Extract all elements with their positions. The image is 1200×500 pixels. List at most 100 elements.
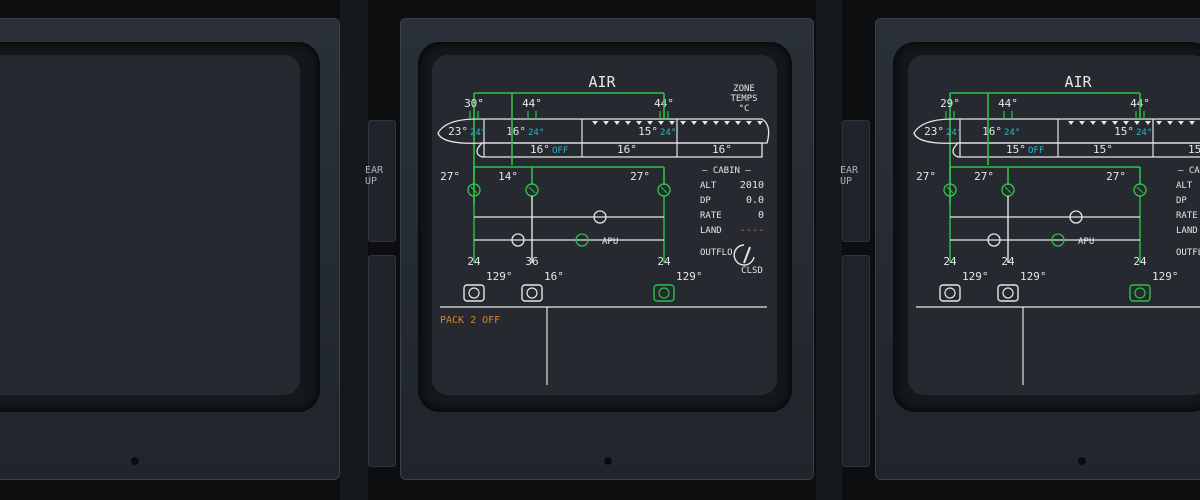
duct-line	[660, 186, 668, 194]
vent-marker	[636, 121, 642, 125]
cabin-param-label: DP	[700, 196, 711, 206]
lower-deck-outline	[476, 142, 763, 158]
cabin-param-label: RATE	[1176, 211, 1198, 221]
outflow-label: OUTFLO	[1176, 248, 1200, 258]
duct-line	[470, 186, 478, 194]
pack-valve-disk	[468, 287, 480, 299]
pack-out-temp: 129°	[486, 270, 513, 283]
vent-marker	[1101, 121, 1107, 125]
pack-temp: 27°	[974, 170, 994, 183]
duct-temp: 29°	[940, 97, 960, 110]
page-title: AIR	[588, 73, 616, 91]
synoptic-group: AIRZONETEMPS°C29°23°24°44°16°24°44°15°24…	[913, 73, 1200, 385]
cabin-param-label: LAND	[1176, 226, 1198, 236]
pack-temp: 27°	[440, 170, 460, 183]
apu-label: APU	[602, 237, 618, 247]
crossbleed-valve-icon	[593, 210, 607, 224]
cabin-param-label: LAND	[700, 226, 722, 236]
vent-marker	[1123, 121, 1129, 125]
apu-label: APU	[1078, 237, 1094, 247]
duct-line	[743, 246, 751, 264]
pack-flow: 24	[1133, 255, 1147, 268]
vent-marker	[614, 121, 620, 125]
zone-actual-temp: 23°	[924, 125, 944, 138]
vent-marker	[735, 121, 741, 125]
vent-marker	[724, 121, 730, 125]
duct-temp: 44°	[522, 97, 542, 110]
page-title: AIR	[1064, 73, 1092, 91]
vent-marker	[658, 121, 664, 125]
vent-marker	[1156, 121, 1162, 125]
pack-temp: 27°	[1106, 170, 1126, 183]
air-synoptic-page: AIRZONETEMPS°C41°19°24°44°15°24°44°15°24…	[0, 55, 300, 395]
vent-marker	[746, 121, 752, 125]
zone-temps-label: TEMPS	[730, 94, 757, 104]
vent-marker	[592, 121, 598, 125]
side-plate	[842, 120, 870, 242]
vent-marker	[625, 121, 631, 125]
screw	[604, 457, 612, 465]
side-plate	[368, 255, 396, 467]
cabin-param-value: ----	[740, 225, 764, 236]
pack-valve-icon	[997, 284, 1019, 302]
fuselage-outline	[913, 118, 1200, 144]
pack-valve-disk	[526, 287, 538, 299]
outflow-label: OUTFLO	[700, 248, 733, 258]
ecam-screen: AIRZONETEMPS°C41°19°24°44°15°24°44°15°24…	[0, 55, 300, 395]
cabin-param-label: DP	[1176, 196, 1187, 206]
pack-flow: 24	[657, 255, 671, 268]
bleed-valve-icon	[511, 233, 525, 247]
pack-valve-disk	[944, 287, 956, 299]
apu-valve-icon	[575, 233, 589, 247]
duct-line	[946, 186, 954, 194]
panel-divider	[816, 0, 842, 500]
zone-actual-temp: 23°	[448, 125, 468, 138]
air-synoptic-page: AIRZONETEMPS°C29°23°24°44°16°24°44°15°24…	[913, 73, 1200, 385]
pack-flow: 24	[467, 255, 481, 268]
cabin-param-label: ALT	[1176, 181, 1193, 191]
outflow-status: CLSD	[741, 266, 763, 276]
pack-out-temp: 129°	[962, 270, 989, 283]
lower-deck-off: OFF	[1028, 146, 1044, 156]
cabin-param-label: ALT	[700, 181, 717, 191]
lower-deck-off: OFF	[552, 146, 568, 156]
vent-marker	[757, 121, 763, 125]
lower-deck-temp: 16°	[617, 143, 637, 156]
panel-divider	[340, 0, 368, 500]
side-plate	[368, 120, 396, 242]
vent-marker	[680, 121, 686, 125]
pack-valve-icon	[521, 284, 543, 302]
duct-temp: 44°	[998, 97, 1018, 110]
pack-flow: 24	[1001, 255, 1015, 268]
zone-target-temp: 24°	[1004, 128, 1020, 138]
lower-deck-outline	[952, 142, 1200, 158]
vent-marker	[702, 121, 708, 125]
fuselage-outline	[437, 118, 770, 144]
lower-deck-temp: 16°	[530, 143, 550, 156]
vent-marker	[1112, 121, 1118, 125]
pack-valve-disk	[1134, 287, 1146, 299]
pack-flow: 36	[525, 255, 538, 268]
zone-actual-temp: 16°	[982, 125, 1002, 138]
vent-marker	[647, 121, 653, 125]
vent-marker	[1189, 121, 1195, 125]
pack-valve-icon	[939, 284, 961, 302]
crossbleed-valve-icon	[1069, 210, 1083, 224]
pack-temp: 27°	[630, 170, 650, 183]
lower-deck-temp: 15°	[1006, 143, 1026, 156]
lower-deck-temp: 16°	[712, 143, 732, 156]
zone-actual-temp: 16°	[506, 125, 526, 138]
vent-marker	[1090, 121, 1096, 125]
pack-out-temp: 16°	[544, 270, 564, 283]
vent-marker	[603, 121, 609, 125]
bleed-valve-icon	[987, 233, 1001, 247]
vent-marker	[669, 121, 675, 125]
vent-marker	[1134, 121, 1140, 125]
vent-marker	[1079, 121, 1085, 125]
